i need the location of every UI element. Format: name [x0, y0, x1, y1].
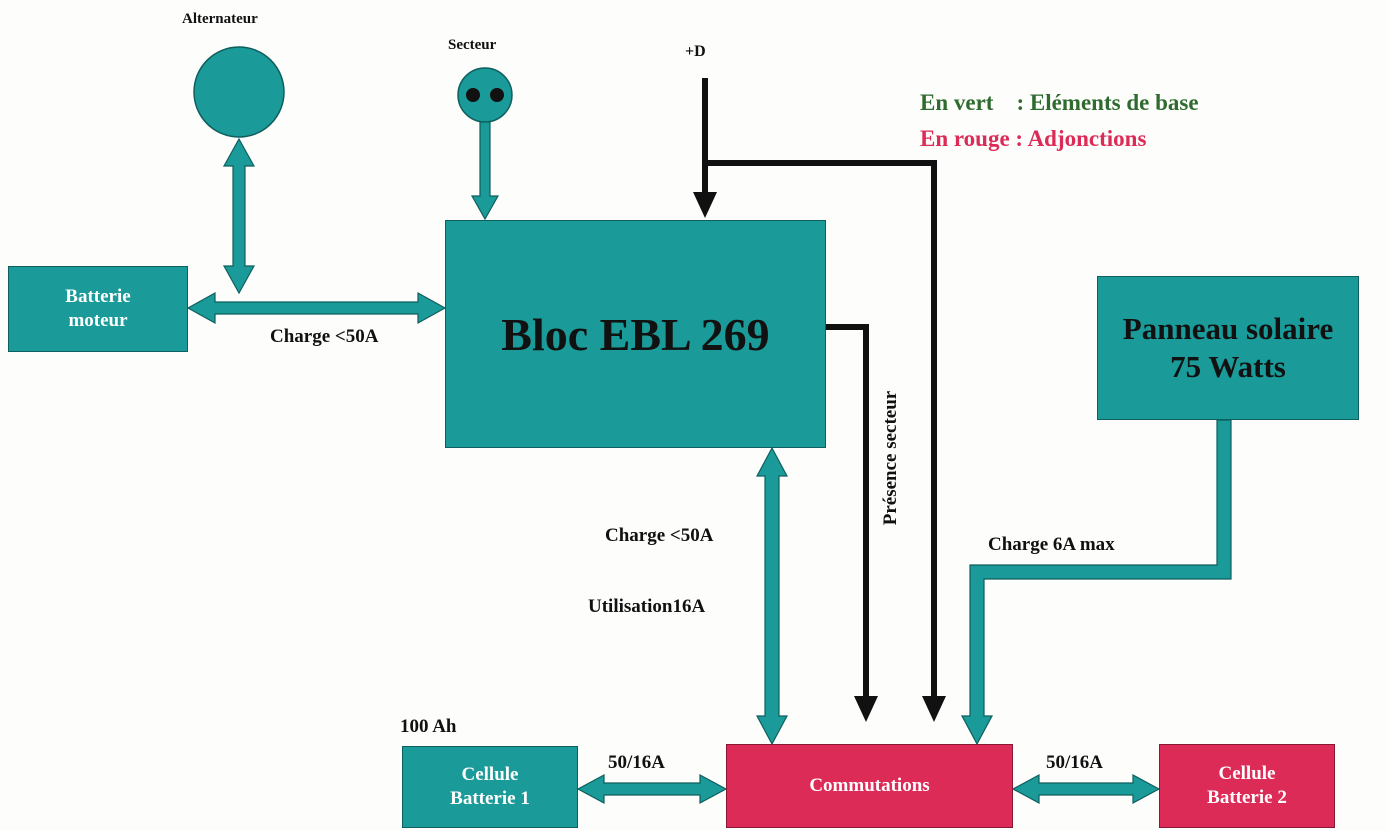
cellule-batterie-1-box: Cellule Batterie 1	[402, 746, 578, 828]
bloc-ebl-269-box: Bloc EBL 269	[445, 220, 826, 448]
alternateur-double-arrow	[222, 137, 256, 295]
batterie-bloc-double-arrow	[186, 291, 447, 325]
panneau-charge-path	[960, 419, 1232, 746]
alternateur-circle-icon	[193, 46, 285, 138]
cellule2-line1: Cellule	[1218, 763, 1276, 784]
commutations-title: Commutations	[809, 775, 930, 796]
cellule1-line2: Batterie 1	[450, 788, 530, 809]
charge-label-left: Charge <50A	[270, 326, 379, 347]
utilisation-label: Utilisation16A	[588, 596, 706, 617]
batterie-moteur-box: Batterie moteur	[8, 266, 188, 352]
secteur-label: Secteur	[448, 37, 497, 53]
bloc-ebl-269-title: Bloc EBL 269	[501, 308, 770, 360]
cellule1-line1: Cellule	[461, 764, 519, 785]
charge-6a-label: Charge 6A max	[988, 534, 1115, 555]
plus-d-label: +D	[685, 43, 706, 60]
panneau-solaire-line2: 75 Watts	[1170, 349, 1286, 384]
cellule2-line2: Batterie 2	[1207, 787, 1287, 808]
panneau-solaire-line1: Panneau solaire	[1122, 311, 1334, 346]
plus-d-branch-line	[705, 160, 946, 722]
panneau-solaire-box: Panneau solaire 75 Watts	[1097, 276, 1359, 420]
ratio-label-left: 50/16A	[608, 752, 665, 773]
legend-additions: En rouge : Adjonctions	[920, 126, 1147, 151]
legend-base-elements: En vert : Eléments de base	[920, 90, 1199, 115]
commutations-cellule2-double-arrow	[1011, 773, 1161, 805]
bloc-commutations-double-arrow	[755, 446, 789, 746]
batterie-moteur-line1: Batterie	[65, 286, 131, 307]
plus-d-arrow	[693, 78, 717, 218]
cellule-batterie-2-box: Cellule Batterie 2	[1159, 744, 1335, 828]
alternateur-label: Alternateur	[182, 11, 258, 27]
presence-secteur-line	[826, 324, 878, 722]
ratio-label-right: 50/16A	[1046, 752, 1103, 773]
charge-label-middle: Charge <50A	[605, 525, 714, 546]
cellule1-commutations-double-arrow	[576, 773, 728, 805]
secteur-arrow	[470, 121, 500, 221]
commutations-box: Commutations	[726, 744, 1013, 828]
power-plug-icon	[457, 67, 513, 123]
presence-secteur-label: Présence secteur	[880, 390, 901, 526]
capacity-label: 100 Ah	[400, 716, 457, 737]
batterie-moteur-line2: moteur	[68, 310, 128, 331]
